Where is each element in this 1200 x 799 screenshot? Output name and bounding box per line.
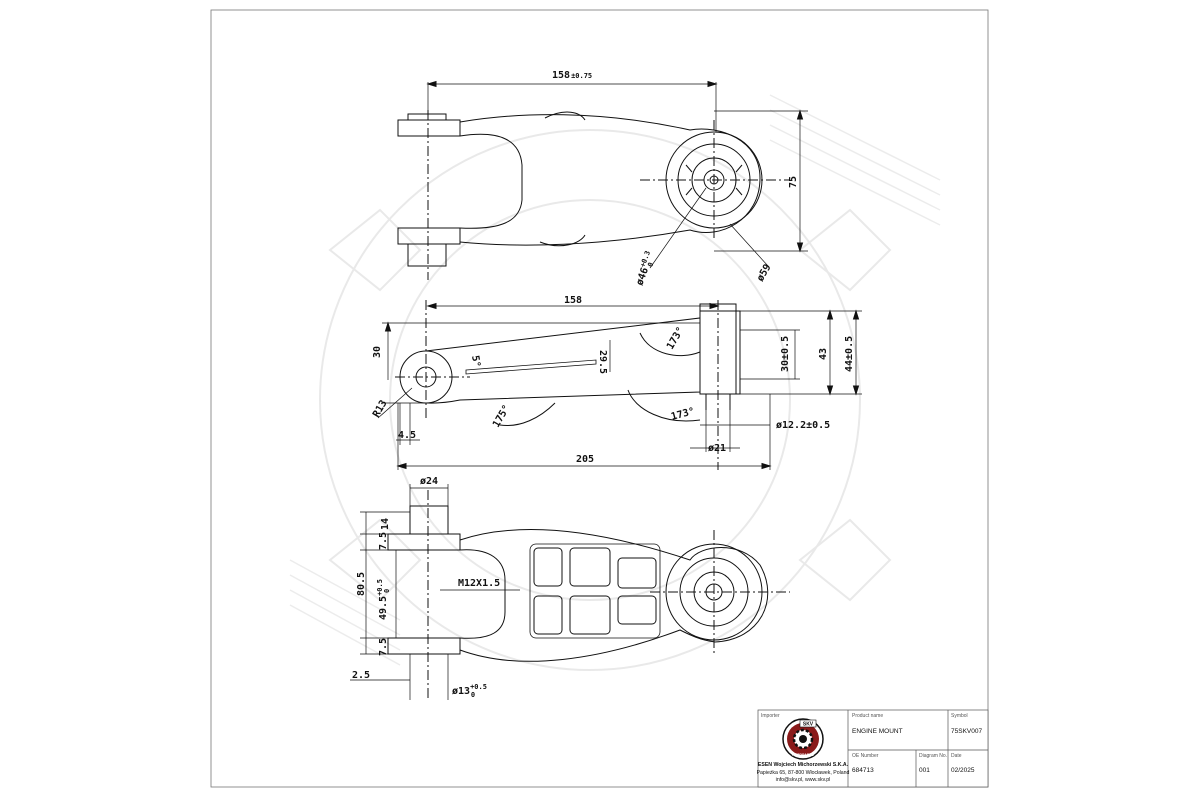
product-name-label: Product name: [852, 713, 883, 719]
bottom-rib-2: [569, 547, 611, 587]
symbol-value: 75SKV007: [951, 728, 982, 735]
side-arm-outline: [425, 317, 701, 404]
watermark: [319, 129, 892, 671]
company-contact: info@skv.pl, www.skv.pl: [776, 777, 831, 783]
oe-number-label: OE Number: [852, 753, 879, 759]
product-name: ENGINE MOUNT: [852, 728, 903, 735]
dim-bottom-2-5: 2.5: [352, 670, 370, 681]
top-arm-outline: [459, 114, 761, 246]
logo-subtext: AUTOPARTS: [792, 753, 814, 757]
dim-side-21: ø21: [708, 443, 726, 454]
dim-side-12-2: ø12.2±0.5: [776, 420, 830, 431]
dim-side-30-tol: 30±0.5: [780, 336, 791, 372]
dim-side-30: 30: [372, 346, 383, 358]
dim-side-43: 43: [818, 348, 829, 360]
diagram-no-label: Diagram No.: [919, 753, 947, 759]
dim-side-4-5: 4.5: [398, 430, 416, 441]
bottom-fork-lower: [387, 637, 461, 655]
dim-side-29-5: 29.5: [597, 350, 608, 374]
oe-number: 684713: [852, 767, 874, 774]
dim-top-length: 158±0.75: [552, 70, 592, 81]
watermark-hatching: [289, 94, 941, 666]
bottom-rib-1: [533, 547, 563, 587]
dim-side-158: 158: [564, 295, 582, 306]
bottom-view: [350, 484, 790, 700]
side-view: [377, 300, 862, 470]
dim-bottom-7-5-bottom: 7.5: [378, 638, 389, 656]
symbol-label: Symbol: [951, 713, 968, 719]
dim-bottom-14: 14: [380, 518, 391, 530]
date-label: Date: [951, 753, 962, 759]
date-value: 02/2025: [951, 767, 975, 774]
bottom-fork-upper: [387, 533, 461, 551]
dim-bottom-7-5-top: 7.5: [378, 532, 389, 550]
top-fork-upper-stud: [407, 113, 447, 121]
dim-bottom-49-5: 49.5+0.50: [376, 579, 391, 620]
importer-label: Importer: [761, 713, 780, 719]
logo-text: SKV: [803, 722, 814, 728]
dim-top-height: 75: [788, 176, 799, 188]
bottom-arm-outline: [459, 529, 769, 662]
top-view: [397, 80, 808, 280]
dim-side-44-tol: 44±0.5: [844, 336, 855, 372]
dim-side-205: 205: [576, 454, 594, 465]
bottom-rib-3: [617, 557, 657, 589]
dim-side-5deg: 5°: [469, 355, 482, 369]
dim-bottom-80-5: 80.5: [356, 572, 367, 596]
bottom-rib-6: [617, 595, 657, 625]
top-fork-lower-stud: [407, 243, 447, 267]
company-address: Papieżka 65, 87-800 Włocławek, Poland: [757, 770, 850, 776]
dim-bottom-24: ø24: [420, 476, 438, 487]
bottom-rib-5: [569, 595, 611, 635]
top-arm-inner-fork: [459, 133, 523, 229]
company-logo: SKV AUTOPARTS: [782, 718, 824, 760]
company-name: ESEN Wojciech Michorzewski S.K.A.: [758, 762, 849, 768]
diagram-no: 001: [919, 767, 930, 774]
dim-bottom-thread: M12X1.5: [458, 578, 500, 589]
bottom-rib-4: [533, 595, 563, 635]
